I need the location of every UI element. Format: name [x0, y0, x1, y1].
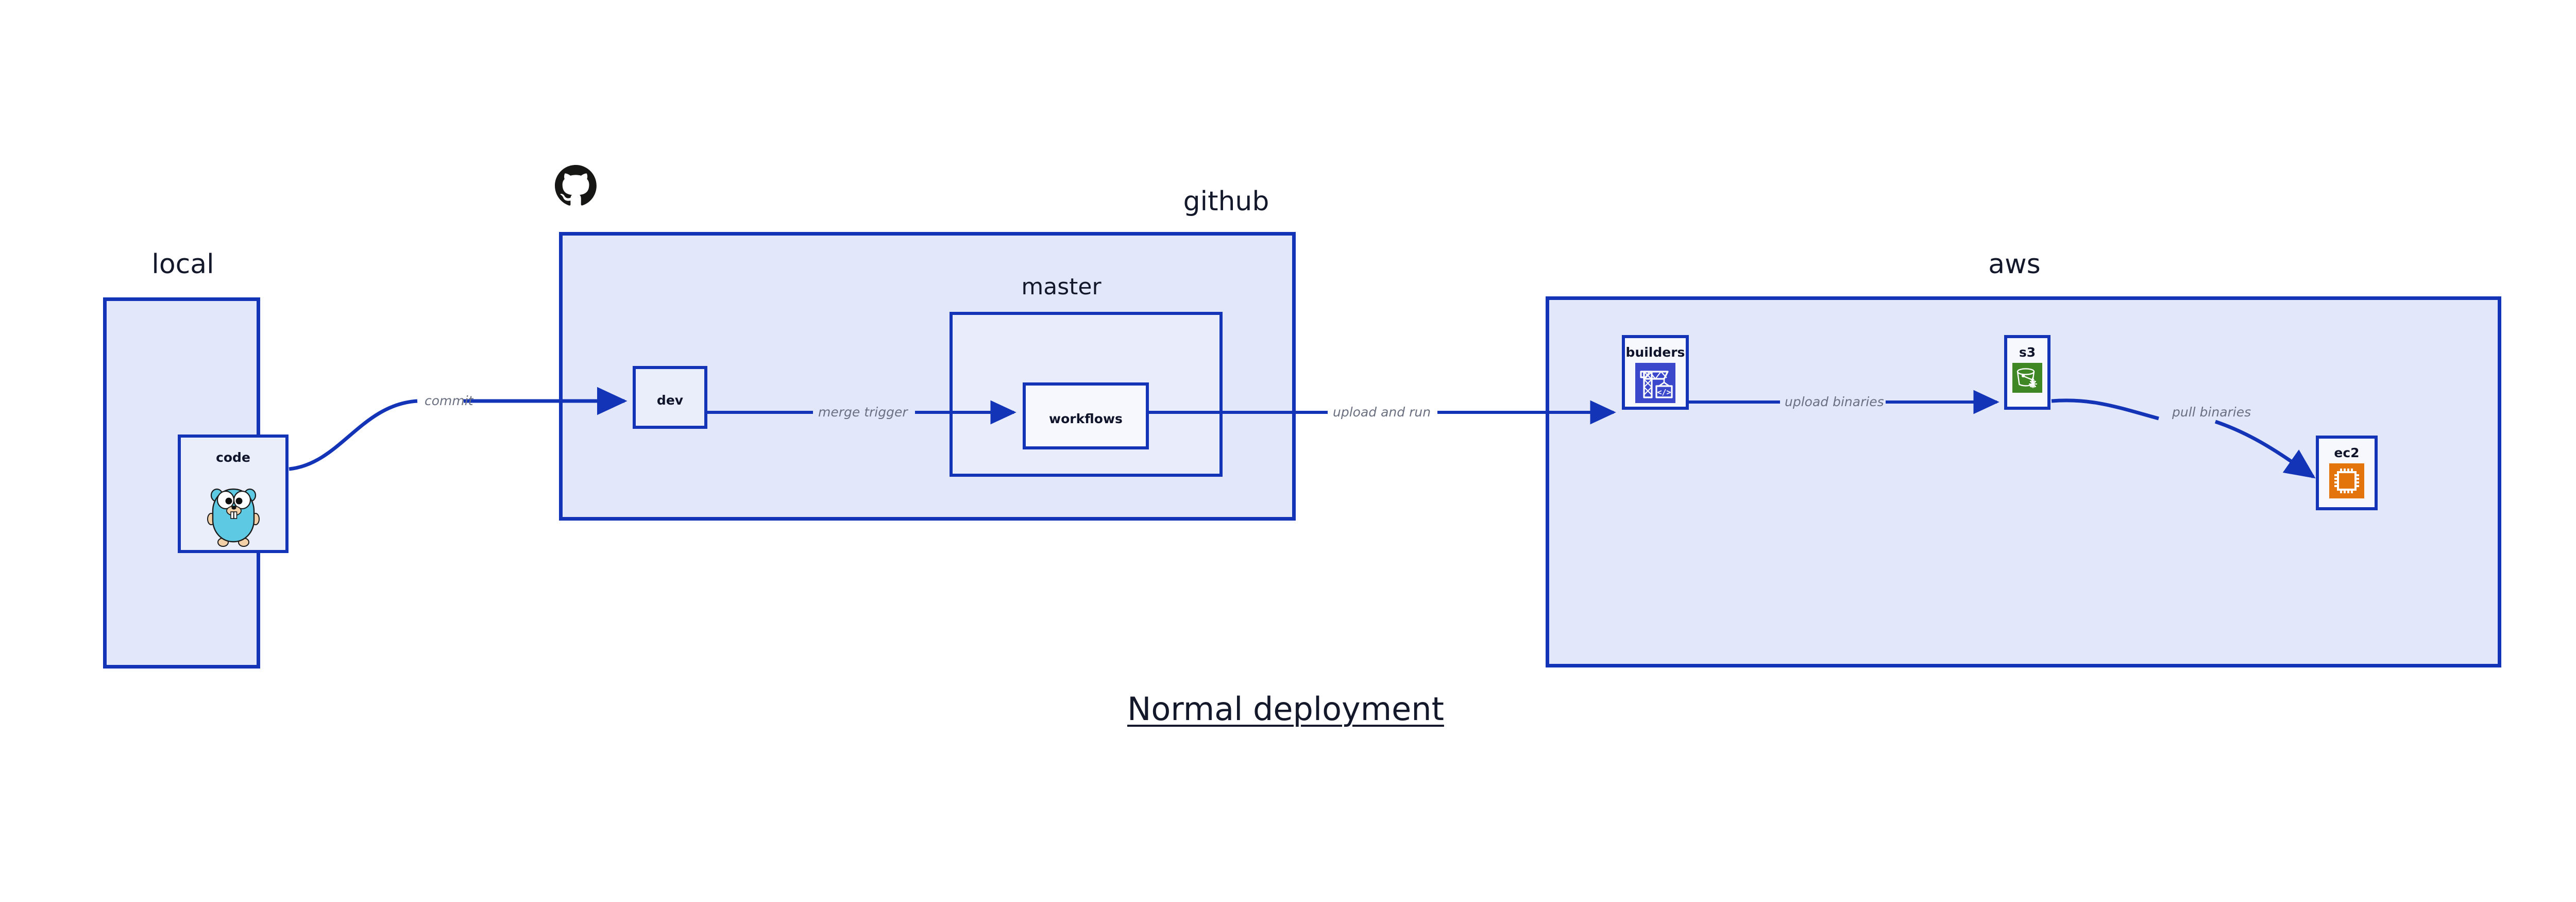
edge-label-commit: commit — [425, 393, 473, 408]
edge-label-merge-trigger: merge trigger — [818, 405, 908, 420]
edge-commit-path — [289, 399, 418, 471]
aws-s3-bucket-icon — [2012, 363, 2042, 393]
node-label-code: code — [216, 450, 250, 465]
node-label-s3: s3 — [2019, 345, 2036, 360]
node-workflows[interactable]: workflows — [1023, 382, 1149, 449]
svg-text:</>: </> — [1657, 388, 1671, 397]
aws-builders-crane-icon: </> — [1635, 363, 1675, 403]
github-octocat-logo — [555, 165, 597, 206]
diagram-caption: Normal deployment — [1127, 690, 1444, 728]
aws-ec2-cpu-icon — [2329, 463, 2364, 498]
node-ec2[interactable]: ec2 — [2316, 436, 2378, 510]
group-label-local: local — [151, 249, 214, 280]
node-dev[interactable]: dev — [633, 366, 707, 429]
node-label-workflows: workflows — [1049, 411, 1123, 426]
node-builders[interactable]: builders </> — [1622, 335, 1689, 410]
node-code[interactable]: code — [178, 435, 289, 553]
node-label-ec2: ec2 — [2334, 445, 2360, 460]
node-s3[interactable]: s3 — [2004, 335, 2050, 410]
node-label-dev: dev — [656, 393, 684, 408]
edge-label-pull-binaries: pull binaries — [2172, 405, 2251, 420]
group-label-master: master — [1021, 274, 1101, 300]
edge-label-upload-and-run: upload and run — [1333, 405, 1431, 420]
edge-label-upload-binaries: upload binaries — [1785, 394, 1884, 409]
group-label-github: github — [1183, 186, 1269, 217]
node-label-builders: builders — [1625, 345, 1685, 360]
group-label-aws: aws — [1988, 249, 2041, 280]
go-gopher-icon — [207, 488, 260, 547]
